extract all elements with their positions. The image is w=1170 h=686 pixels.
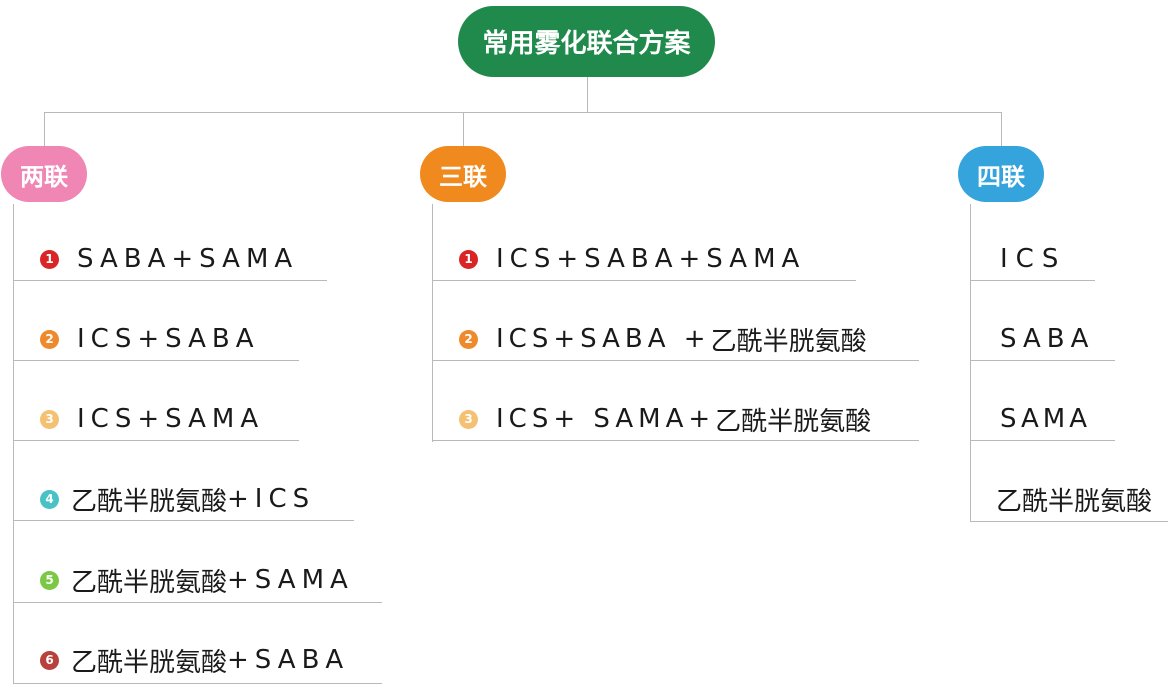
root-connector <box>587 77 588 112</box>
item-underline <box>970 280 1095 281</box>
item-text: ICS+SABA <box>77 324 260 354</box>
item-text: ICS+SAMA <box>77 404 265 434</box>
number-badge: 6 <box>40 650 59 670</box>
item-underline <box>432 440 919 441</box>
item-underline <box>13 683 382 684</box>
root-node: 常用雾化联合方案 <box>458 6 715 77</box>
category-four-node: 四联 <box>958 146 1044 202</box>
branch-drop-three <box>463 112 464 146</box>
item-text: ICS <box>1000 244 1067 274</box>
list-item: ICS <box>1000 244 1066 274</box>
list-item: 4 乙酰半胱氨酸 +ICS <box>40 484 316 517</box>
number-badge: 1 <box>40 249 59 269</box>
category-label: 三联 <box>439 162 487 191</box>
item-text: +ICS <box>227 484 316 514</box>
number-badge: 5 <box>40 570 59 590</box>
list-item: 5 乙酰半胱氨酸 +SAMA <box>40 565 354 598</box>
column-three-spine <box>432 204 433 442</box>
item-underline <box>13 520 354 521</box>
number-badge: 3 <box>40 409 59 429</box>
item-text: ICS+SABA+SAMA <box>496 244 806 274</box>
number-badge: 3 <box>459 409 478 429</box>
item-text-cjk: 乙酰半胱氨酸 <box>715 406 872 437</box>
list-item: 1 SABA+SAMA <box>40 244 298 274</box>
item-underline <box>970 521 1168 522</box>
category-label: 四联 <box>977 162 1025 191</box>
column-two-spine <box>13 204 14 684</box>
item-underline <box>13 440 299 441</box>
list-item: SABA <box>1000 324 1094 354</box>
item-text: ICS+SABA + <box>496 324 711 354</box>
number-badge: 2 <box>40 329 59 349</box>
list-item: 2 ICS+SABA <box>40 324 260 354</box>
item-text-cjk: 乙酰半胱氨酸 <box>71 567 228 598</box>
item-underline <box>432 280 856 281</box>
item-underline <box>13 360 299 361</box>
list-item: SAMA <box>1000 404 1091 434</box>
branch-drop-four <box>1001 112 1002 146</box>
category-label: 两联 <box>20 162 68 191</box>
item-underline <box>432 360 919 361</box>
list-item: 2 ICS+SABA + 乙酰半胱氨酸 <box>459 324 867 357</box>
branch-drop-two <box>44 112 45 146</box>
item-text: SABA+SAMA <box>77 244 299 274</box>
list-item: 6 乙酰半胱氨酸 +SABA <box>40 645 350 678</box>
item-underline <box>970 360 1115 361</box>
item-text-cjk: 乙酰半胱氨酸 <box>71 486 228 517</box>
item-text: +SABA <box>227 645 350 675</box>
item-underline <box>970 440 1115 441</box>
list-item: 3 ICS+SAMA <box>40 404 264 434</box>
column-four-spine <box>970 204 971 522</box>
list-item: 乙酰半胱氨酸 <box>996 484 1152 517</box>
category-two-node: 两联 <box>1 146 87 202</box>
list-item: 1 ICS+SABA+SAMA <box>459 244 805 274</box>
item-text-cjk: 乙酰半胱氨酸 <box>710 326 867 357</box>
number-badge: 1 <box>459 249 478 269</box>
item-text-cjk: 乙酰半胱氨酸 <box>71 647 228 678</box>
item-underline <box>13 602 382 603</box>
category-three-node: 三联 <box>420 146 506 202</box>
item-underline <box>13 280 327 281</box>
item-text: ICS+ SAMA+ <box>496 404 716 434</box>
number-badge: 4 <box>40 489 59 509</box>
item-text: +SAMA <box>227 565 354 595</box>
root-label: 常用雾化联合方案 <box>482 29 691 59</box>
item-text: SABA <box>1000 324 1095 354</box>
item-text-cjk: 乙酰半胱氨酸 <box>996 486 1153 517</box>
number-badge: 2 <box>459 329 478 349</box>
item-text: SAMA <box>1000 404 1091 434</box>
list-item: 3 ICS+ SAMA+ 乙酰半胱氨酸 <box>459 404 871 437</box>
branch-bar <box>44 112 1002 113</box>
